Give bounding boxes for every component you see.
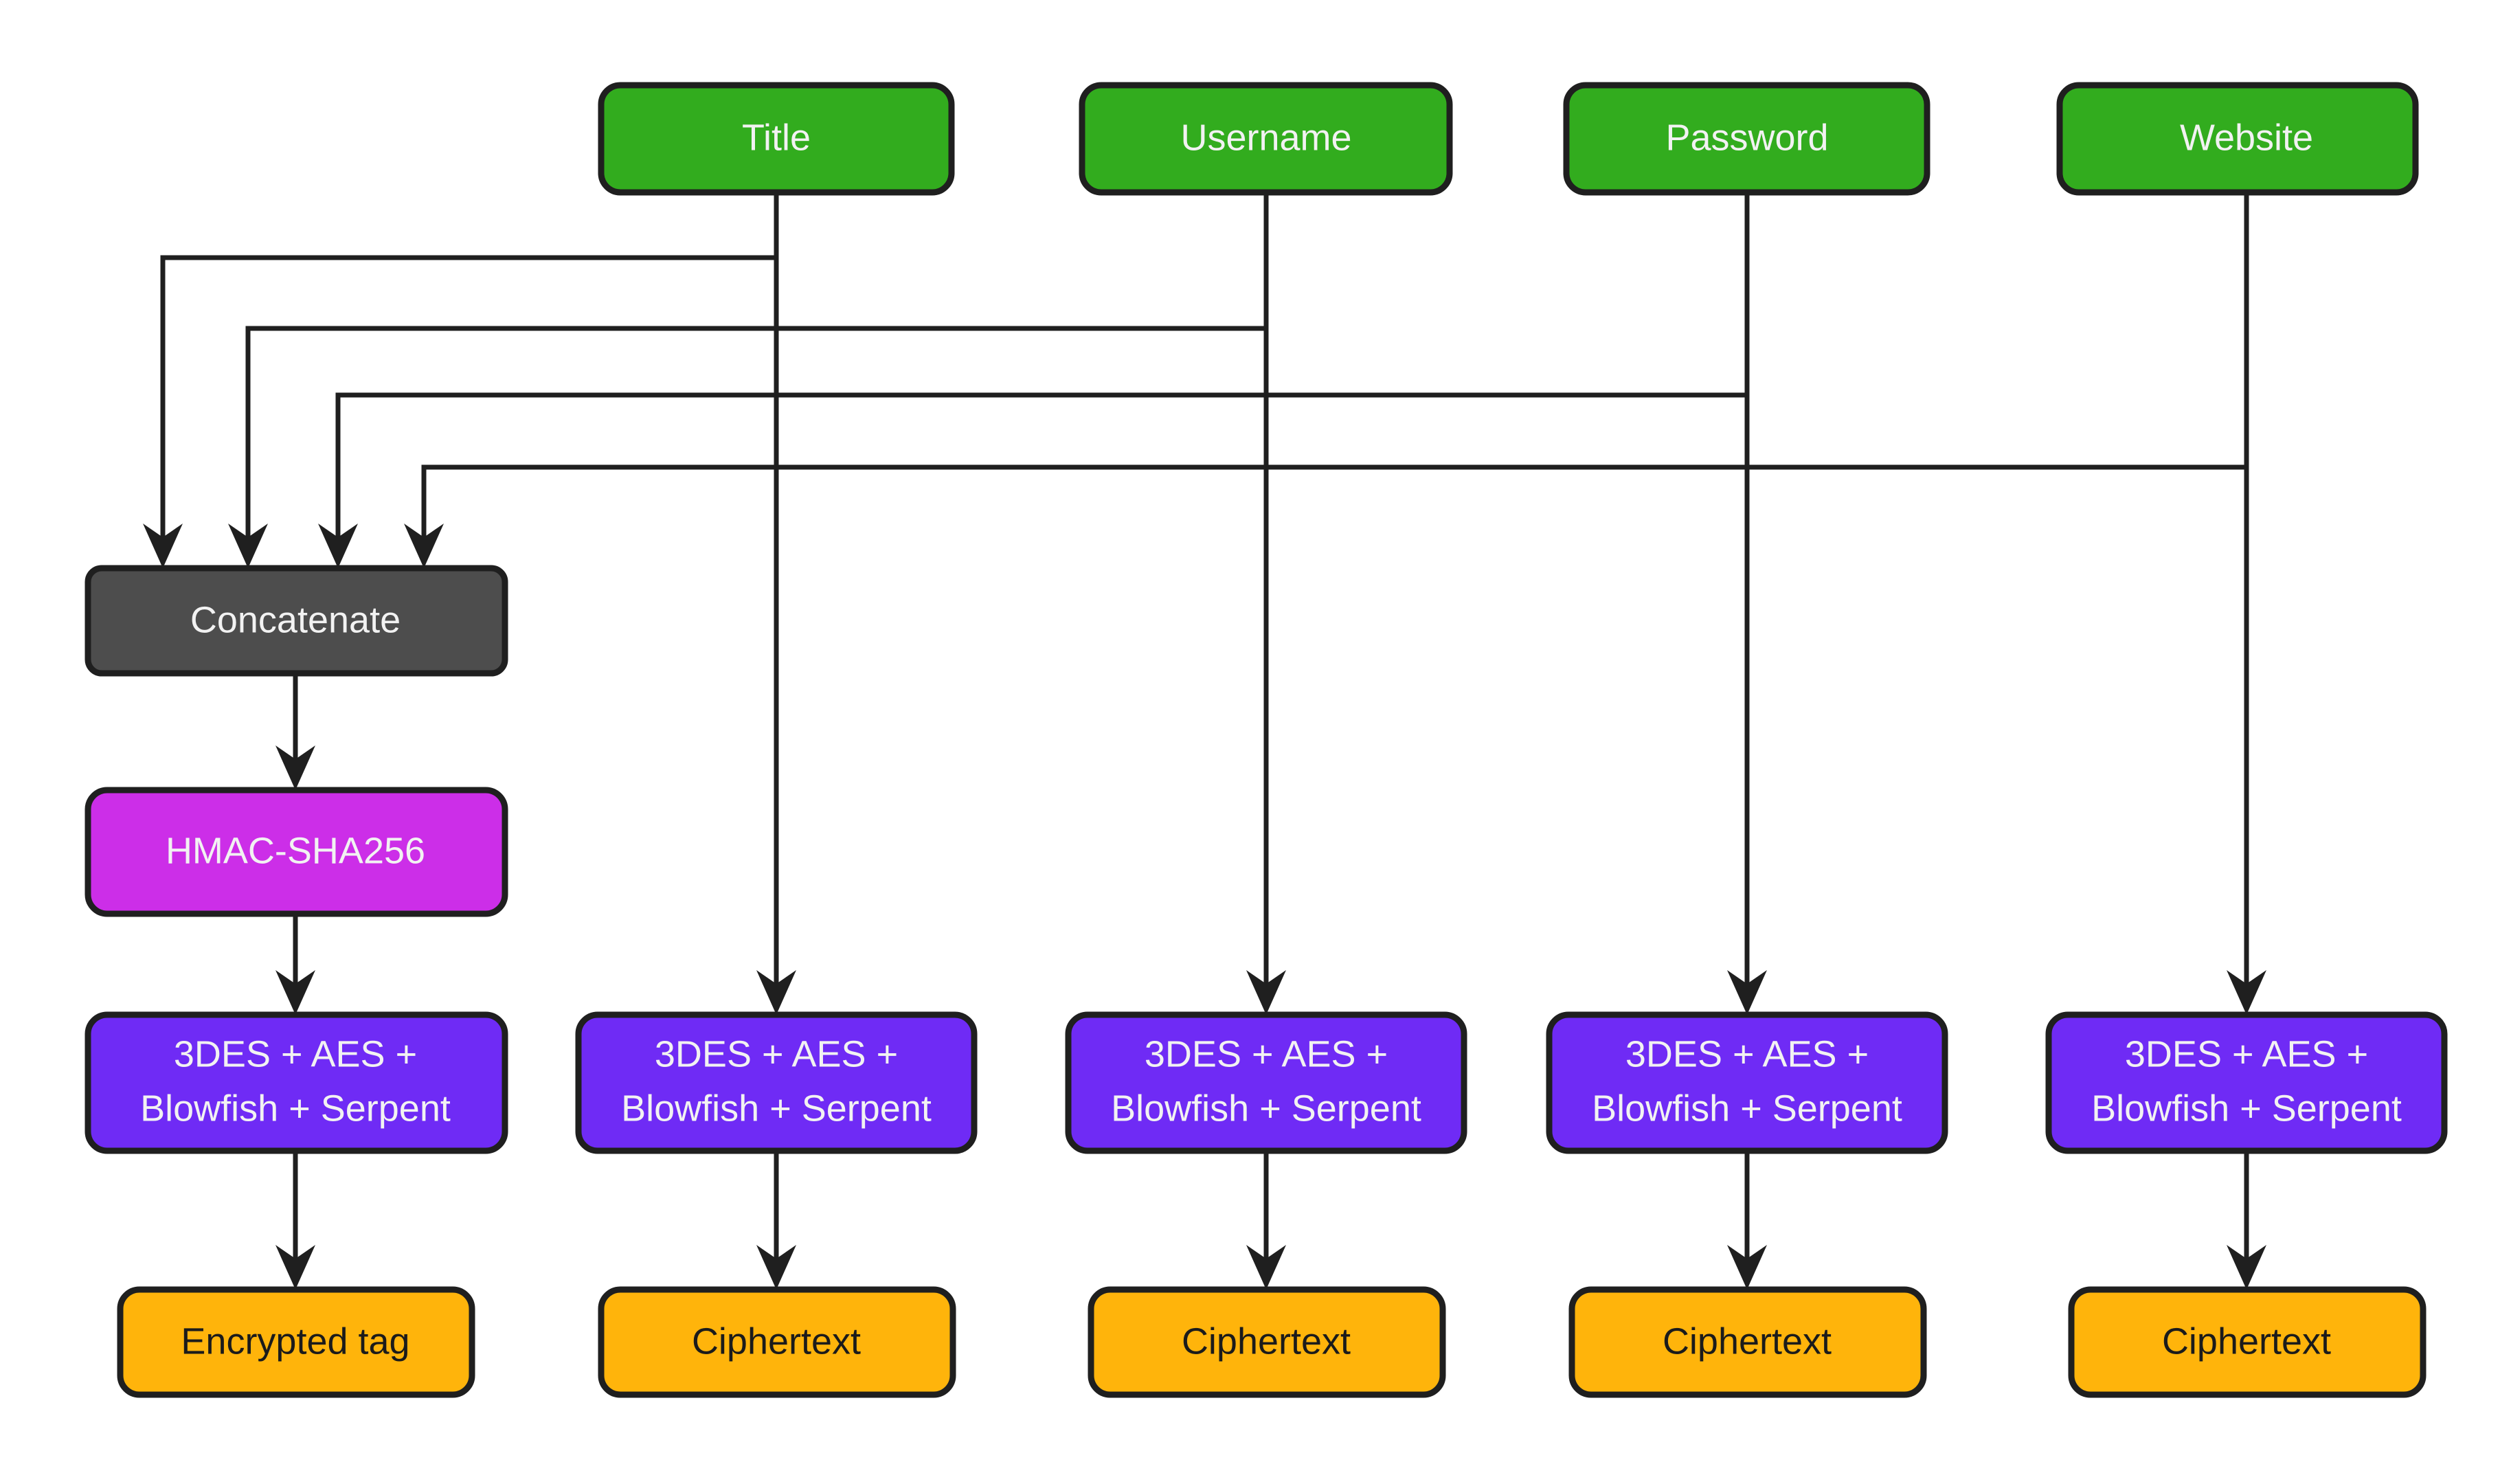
ciphertext-password-rect[interactable] [1568,1286,1927,1398]
ciphertext-password-label: Ciphertext [1663,1320,1832,1362]
arrow-head-username-cipher [1246,970,1286,1015]
cipher-password-rect[interactable] [1546,1011,1948,1154]
input-website-rect[interactable] [2056,82,2419,196]
cipher-website-line2: Blowfish + Serpent [2091,1088,2402,1129]
arrow-head-password-concat [318,524,358,568]
arrow-head-cipher-website-out [2227,1245,2266,1290]
cipher-username-line1: 3DES + AES + [1145,1033,1388,1075]
cipher-node-password[interactable]: 3DES + AES + Blowfish + Serpent [1546,1011,1948,1154]
cipher-title-line2: Blowfish + Serpent [621,1088,932,1129]
arrow-head-title-concat [143,524,183,568]
encrypted-tag-rect[interactable] [117,1286,475,1398]
input-node-website[interactable]: Website [2056,82,2419,196]
arrow-head-website-cipher [2227,970,2266,1015]
cipher-website-line1: 3DES + AES + [2125,1033,2368,1075]
ciphertext-title-label: Ciphertext [692,1320,861,1362]
arrow-head-title-cipher [756,970,796,1015]
input-title-label: Title [742,117,811,158]
edge-username-to-concatenate [245,192,1269,543]
arrow-head-hmac-cipher [275,970,315,1015]
edge-website-to-concatenate [421,192,2249,543]
cipher-title-line1: 3DES + AES + [655,1033,898,1075]
cipher-tag-line1: 3DES + AES + [174,1033,417,1075]
edge-title-to-concatenate [160,192,779,543]
arrow-head-cipher-username-out [1246,1245,1286,1290]
input-node-title[interactable]: Title [598,82,955,196]
output-node-ciphertext-website[interactable]: Ciphertext [2068,1286,2426,1398]
input-username-label: Username [1180,117,1351,158]
cipher-username-rect[interactable] [1065,1011,1467,1154]
output-node-ciphertext-password[interactable]: Ciphertext [1568,1286,1927,1398]
cipher-username-line2: Blowfish + Serpent [1111,1088,1421,1129]
concatenate-node[interactable]: Concatenate [85,565,508,677]
hmac-node[interactable]: HMAC-SHA256 [85,787,508,917]
output-node-encrypted-tag[interactable]: Encrypted tag [117,1286,475,1398]
arrow-head-website-concat [404,524,444,568]
ciphertext-username-rect[interactable] [1088,1286,1446,1398]
input-website-label: Website [2180,117,2313,158]
input-title-rect[interactable] [598,82,955,196]
edge-password-to-concatenate [335,192,1750,543]
cipher-node-username[interactable]: 3DES + AES + Blowfish + Serpent [1065,1011,1467,1154]
input-node-password[interactable]: Password [1563,82,1930,196]
concatenate-label: Concatenate [190,599,401,640]
cipher-node-tag[interactable]: 3DES + AES + Blowfish + Serpent [85,1011,508,1154]
arrow-head-cipher-password-out [1727,1245,1767,1290]
arrow-head-concat-hmac [275,745,315,790]
hmac-label: HMAC-SHA256 [166,830,425,871]
arrow-head-password-cipher [1727,970,1767,1015]
arrow-head-cipher-title-out [756,1245,796,1290]
input-username-rect[interactable] [1079,82,1453,196]
cipher-node-website[interactable]: 3DES + AES + Blowfish + Serpent [2045,1011,2448,1154]
cipher-tag-line2: Blowfish + Serpent [140,1088,451,1129]
arrow-head-username-concat [228,524,268,568]
input-password-rect[interactable] [1563,82,1930,196]
encrypted-tag-label: Encrypted tag [181,1320,409,1362]
concatenate-rect[interactable] [85,565,508,677]
cipher-title-rect[interactable] [575,1011,978,1154]
output-node-ciphertext-title[interactable]: Ciphertext [598,1286,956,1398]
ciphertext-title-rect[interactable] [598,1286,956,1398]
edge-layer [143,192,2266,1290]
arrow-head-cipher-tag-out [275,1245,315,1290]
input-node-username[interactable]: Username [1079,82,1453,196]
ciphertext-website-label: Ciphertext [2162,1320,2331,1362]
cipher-node-title[interactable]: 3DES + AES + Blowfish + Serpent [575,1011,978,1154]
ciphertext-username-label: Ciphertext [1182,1320,1351,1362]
cipher-tag-rect[interactable] [85,1011,508,1154]
cipher-password-line1: 3DES + AES + [1625,1033,1869,1075]
cipher-password-line2: Blowfish + Serpent [1592,1088,1902,1129]
output-node-ciphertext-username[interactable]: Ciphertext [1088,1286,1446,1398]
ciphertext-website-rect[interactable] [2068,1286,2426,1398]
input-password-label: Password [1665,117,1828,158]
hmac-rect[interactable] [85,787,508,917]
cipher-website-rect[interactable] [2045,1011,2448,1154]
